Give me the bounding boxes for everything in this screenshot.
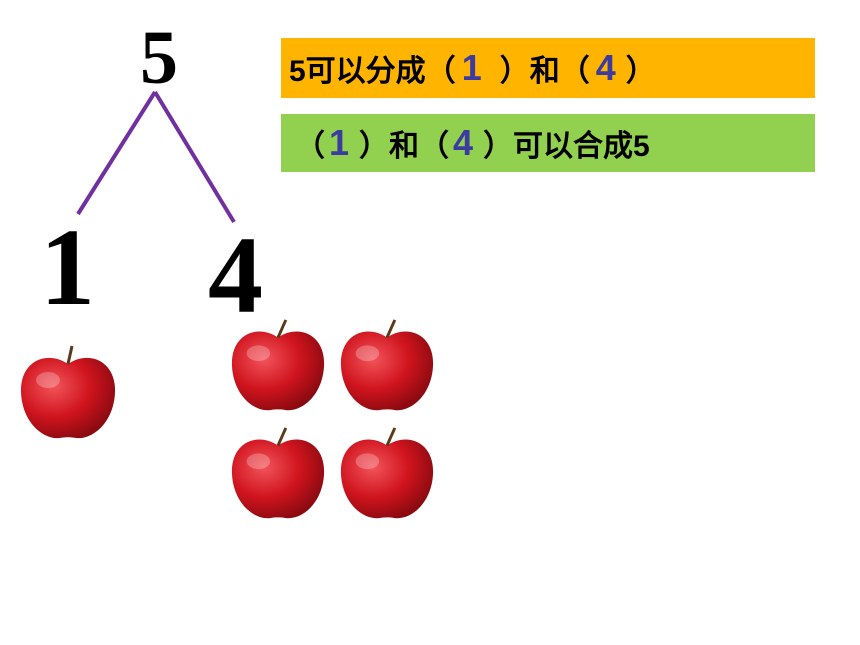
split-middle: ）和（	[499, 55, 590, 88]
split-suffix: ）	[625, 55, 656, 88]
apple-icon	[231, 319, 325, 411]
split-prefix: 5可以分成（	[289, 55, 456, 88]
left-branch-line	[76, 90, 157, 216]
split-answer-1: 1	[461, 47, 482, 88]
right-part-number: 4	[208, 214, 263, 336]
combine-answer-1: 1	[329, 122, 350, 163]
total-number: 5	[140, 16, 178, 100]
left-part-number: 1	[40, 206, 95, 328]
apple-icon	[340, 319, 434, 411]
combine-prefix: （	[295, 130, 325, 163]
combine-statement-box: （ 1 ）和（ 4 ）可以合成5	[281, 114, 815, 172]
right-branch-line	[153, 90, 236, 224]
combine-suffix: ）可以合成5	[483, 130, 650, 163]
apple-icon	[340, 427, 434, 519]
apple-icon	[231, 427, 325, 519]
split-answer-2: 4	[595, 47, 616, 88]
combine-answer-2: 4	[453, 122, 474, 163]
apple-icon	[20, 345, 116, 439]
combine-middle: ）和（	[359, 130, 450, 163]
split-statement-box: 5可以分成（ 1 ）和（ 4 ）	[281, 38, 815, 98]
